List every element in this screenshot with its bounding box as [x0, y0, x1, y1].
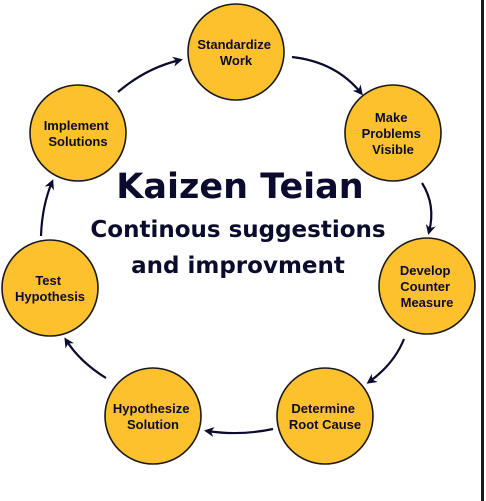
node-circle	[276, 367, 374, 465]
node-label-line: Solutions	[48, 134, 107, 149]
node-label-line: Measure	[401, 295, 454, 310]
node-label-line: Make	[375, 110, 408, 125]
node-label-line: Solution	[127, 417, 179, 432]
node-label-line: Root Cause	[289, 417, 361, 432]
node-label-line: Test	[35, 273, 61, 288]
node-label-line: Work	[220, 53, 253, 68]
node-circle	[29, 84, 127, 182]
node-label-line: Develop	[400, 263, 451, 278]
right-edge-border	[481, 0, 484, 501]
node-label-line: Hypothesize	[113, 401, 190, 416]
node-label-line: Counter	[400, 279, 450, 294]
svg-text:Standardize Work: Standardize Work	[197, 37, 274, 68]
svg-text:Implement Solutions: Implement Solutions	[44, 118, 113, 149]
node-label-line: Implement	[44, 118, 110, 133]
diagram-title: Kaizen Teian	[116, 167, 363, 207]
node-label-line: Determine	[291, 401, 355, 416]
step-node-test-hypothesis: Test Hypothesis	[1, 239, 99, 337]
node-circle	[344, 84, 442, 182]
node-label-line: Problems	[362, 126, 421, 141]
step-node-hypothesize-solution: Hypothesize Solution	[104, 367, 202, 465]
step-node-develop-counter-measure: Develop Counter Measure	[378, 237, 476, 335]
arrow-make-visible-to-develop	[421, 182, 436, 235]
svg-text:Make Problems Visi: Make Problems Visible	[362, 110, 425, 157]
node-circle	[187, 3, 285, 101]
arrow-hypothesize-to-test	[64, 337, 107, 379]
arrow-determine-to-hypothesize	[204, 427, 274, 437]
arrow-test-to-implement	[39, 179, 54, 237]
step-node-make-problems-visible: Make Problems Visible	[344, 84, 442, 182]
svg-text:Determine Root Cause: Determine Root Cause	[289, 401, 361, 432]
node-label-line: Hypothesis	[15, 289, 85, 304]
arrow-develop-to-determine	[366, 338, 406, 384]
node-label-line: Visible	[372, 142, 414, 157]
diagram-subtitle-line-1: Continous suggestions	[90, 217, 385, 243]
cycle-arrows	[39, 55, 436, 437]
diagram-subtitle-line-2: and improvment	[131, 253, 345, 279]
node-circle	[104, 367, 202, 465]
svg-text:Test Hypothesis: Test Hypothesis	[15, 273, 85, 304]
node-circle	[378, 237, 476, 335]
node-label-line: Standardize	[197, 37, 271, 52]
svg-text:Develop Counter Me: Develop Counter Measure	[400, 263, 454, 310]
arrow-standardize-to-make-visible	[291, 55, 363, 96]
arrow-implement-to-standardize	[117, 56, 183, 93]
step-node-determine-root-cause: Determine Root Cause	[276, 367, 374, 465]
node-circle	[1, 239, 99, 337]
step-node-implement-solutions: Implement Solutions	[29, 84, 127, 182]
step-node-standardize-work: Standardize Work	[187, 3, 285, 101]
svg-text:Hypothesize Solution: Hypothesize Solution	[113, 401, 193, 432]
